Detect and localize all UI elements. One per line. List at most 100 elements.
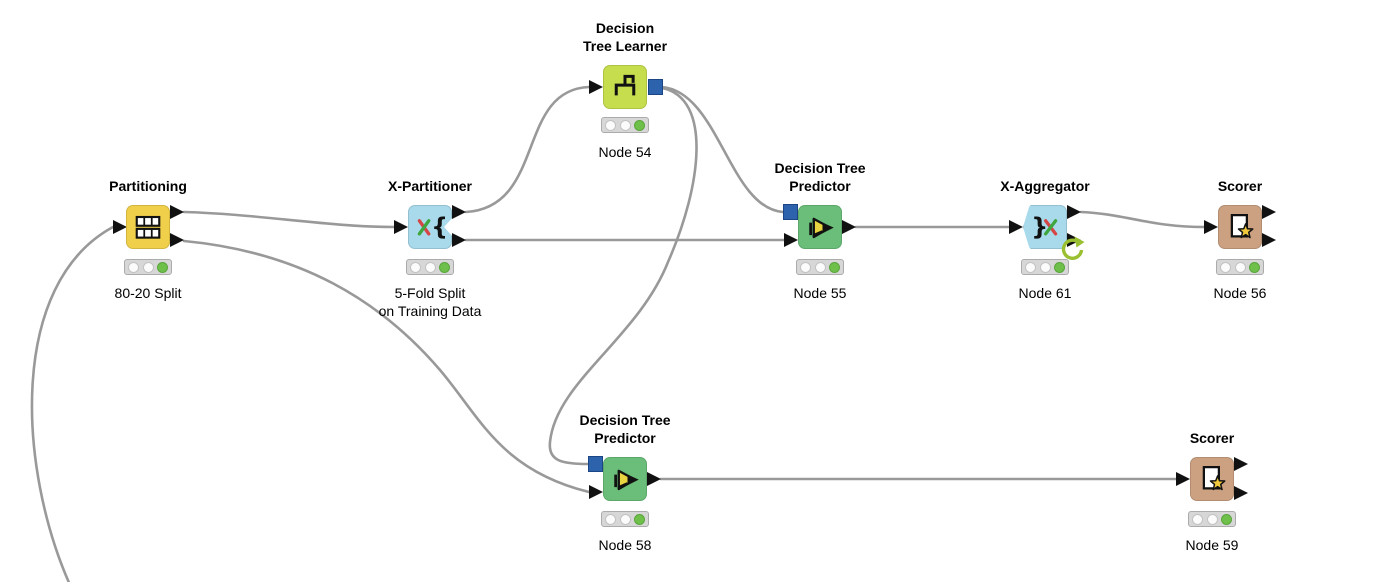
dt-predictor-55-model-in-port[interactable] — [783, 204, 798, 220]
node-title-scorer-59: Scorer — [1102, 429, 1322, 447]
node-title-line: Decision Tree — [774, 160, 866, 176]
wire-partitioning-data-out-1--x-partitioner-data-in[interactable] — [182, 210, 396, 229]
x-partitioner-data-out-port[interactable] — [452, 232, 466, 247]
x-partitioner-data-in-port[interactable] — [394, 219, 408, 234]
traffic-light-dt-predictor-58 — [601, 511, 649, 527]
node-x-partitioner[interactable]: { — [408, 205, 452, 249]
traffic-light-x-aggregator — [1021, 259, 1069, 275]
node-label-line: Node 58 — [598, 537, 652, 553]
scorer-59-data-in-port[interactable] — [1176, 471, 1190, 486]
node-dt-predictor-55[interactable] — [798, 205, 842, 249]
predictor-icon — [805, 212, 835, 242]
table-partition-icon — [133, 212, 163, 242]
node-label-line: Node 55 — [793, 285, 847, 301]
status-light-off — [1206, 513, 1218, 525]
traffic-light-dt-learner — [601, 117, 649, 133]
predictor-icon — [610, 464, 640, 494]
scorer-59-data-out-port[interactable] — [1234, 456, 1248, 471]
status-light-off — [605, 513, 617, 525]
traffic-light-scorer-59 — [1188, 511, 1236, 527]
status-light-green — [438, 261, 450, 273]
node-dt-predictor-58[interactable] — [603, 457, 647, 501]
node-title-line: Decision — [595, 20, 655, 36]
status-light-off — [1234, 261, 1246, 273]
node-title-scorer-56: Scorer — [1130, 177, 1350, 195]
partitioning-data-out-port[interactable] — [170, 204, 184, 219]
node-scorer-59[interactable] — [1190, 457, 1234, 501]
wire-off-canvas-bottom-left--partitioning-data-in[interactable] — [30, 225, 115, 582]
traffic-light-dt-predictor-55 — [796, 259, 844, 275]
node-title-x-partitioner: X-Partitioner — [320, 177, 540, 195]
node-label-scorer-59: Node 59 — [1102, 536, 1322, 554]
status-light-off — [800, 261, 812, 273]
x-aggregator-data-in-port[interactable] — [1009, 219, 1023, 234]
node-dt-learner[interactable] — [603, 65, 647, 109]
x-partitioner-data-out-port[interactable] — [452, 204, 466, 219]
status-light-green — [633, 513, 645, 525]
dt-learner-model-out-port[interactable] — [648, 79, 663, 95]
scorer-56-data-out-port[interactable] — [1262, 204, 1276, 219]
wire-partitioning-data-out-2--dt-predictor-58-data-in[interactable] — [182, 239, 591, 494]
status-light-green — [1248, 261, 1260, 273]
traffic-light-x-partitioner — [406, 259, 454, 275]
status-light-off — [619, 119, 631, 131]
dt-predictor-55-data-out-port[interactable] — [842, 219, 856, 234]
status-light-off — [1025, 261, 1037, 273]
node-label-dt-learner: Node 54 — [515, 143, 735, 161]
node-title-line: Decision Tree — [579, 412, 671, 428]
traffic-light-partitioning — [124, 259, 172, 275]
scorer-59-data-out-port[interactable] — [1234, 485, 1248, 500]
node-title-line: Scorer — [1217, 178, 1263, 194]
dt-learner-data-in-port[interactable] — [589, 79, 603, 94]
status-light-green — [1053, 261, 1065, 273]
status-light-green — [156, 261, 168, 273]
svg-text:{: { — [431, 213, 445, 241]
node-scorer-56[interactable] — [1218, 205, 1262, 249]
wire-x-partitioner-data-out-1--dt-learner-data-in[interactable] — [464, 85, 591, 214]
status-light-green — [1220, 513, 1232, 525]
dt-predictor-58-model-in-port[interactable] — [588, 456, 603, 472]
x-partitioner-icon: { — [415, 212, 445, 242]
loop-execution-icon — [1056, 234, 1086, 264]
node-partitioning[interactable] — [126, 205, 170, 249]
node-title-line: Predictor — [789, 178, 851, 194]
node-label-line: Node 54 — [598, 144, 652, 160]
node-title-line: X-Aggregator — [1000, 178, 1090, 194]
dt-predictor-58-data-in-port[interactable] — [589, 484, 603, 499]
dt-predictor-58-data-out-port[interactable] — [647, 471, 661, 486]
status-light-off — [619, 513, 631, 525]
node-label-partitioning: 80-20 Split — [38, 284, 258, 302]
status-light-off — [128, 261, 140, 273]
node-label-line: Node 59 — [1185, 537, 1239, 553]
status-light-off — [605, 119, 617, 131]
node-label-x-aggregator: Node 61 — [935, 284, 1155, 302]
dt-predictor-55-data-in-port[interactable] — [784, 232, 798, 247]
status-light-green — [633, 119, 645, 131]
status-light-off — [142, 261, 154, 273]
scorer-56-data-in-port[interactable] — [1204, 219, 1218, 234]
wire-dt-learner-model-out--dt-predictor-55-model-in[interactable] — [660, 85, 785, 214]
scorer-icon — [1225, 212, 1255, 242]
node-label-dt-predictor-55: Node 55 — [710, 284, 930, 302]
wire-x-aggregator-data-out-1--scorer-56-data-in[interactable] — [1079, 210, 1206, 229]
node-title-line: X-Partitioner — [387, 178, 472, 194]
partitioning-data-out-port[interactable] — [170, 232, 184, 247]
status-light-off — [814, 261, 826, 273]
node-label-line: Node 61 — [1018, 285, 1072, 301]
x-aggregator-icon: } — [1030, 212, 1060, 242]
node-x-aggregator[interactable]: } — [1023, 205, 1067, 249]
node-label-line: Node 56 — [1213, 285, 1267, 301]
node-title-line: Tree Learner — [582, 38, 668, 54]
wire-dt-learner-model-out--dt-predictor-58-model-in[interactable] — [548, 86, 698, 466]
node-label-line: 80-20 Split — [114, 285, 182, 301]
partitioning-data-in-port[interactable] — [113, 219, 127, 234]
scorer-56-data-out-port[interactable] — [1262, 232, 1276, 247]
x-aggregator-data-out-port[interactable] — [1067, 204, 1081, 219]
